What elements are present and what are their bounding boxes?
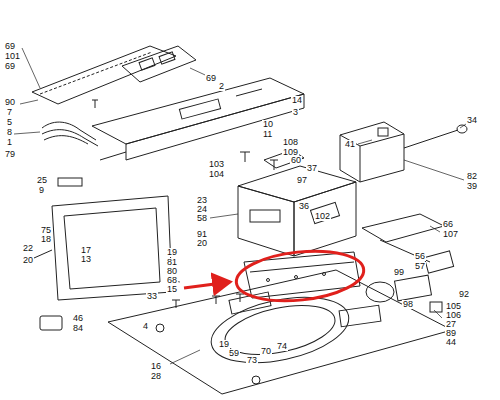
- callout-number: 102: [314, 212, 331, 221]
- pump-part: [366, 282, 394, 302]
- callout-number: 10: [262, 120, 274, 129]
- clip-part: [40, 316, 62, 330]
- cabinet-top: [238, 166, 356, 202]
- callout-number: 84: [72, 324, 84, 333]
- callout-number: 28: [150, 372, 162, 381]
- wire-harness: [42, 122, 98, 146]
- callout-number: 104: [208, 170, 225, 179]
- callout-number: 68: [166, 276, 178, 285]
- callout-number: 14: [291, 96, 303, 105]
- callout-number: 39: [466, 182, 478, 191]
- leader-lines: [14, 48, 466, 364]
- hinge: [58, 178, 82, 186]
- callout-number: 59: [228, 349, 240, 358]
- callout-number: 7: [6, 108, 13, 117]
- callout-number: 33: [146, 292, 158, 301]
- callout-number: 27: [445, 320, 457, 329]
- screws-row: [172, 294, 244, 308]
- callout-number: 24: [196, 205, 208, 214]
- timer-box: [340, 122, 404, 182]
- callout-number: 19: [218, 340, 230, 349]
- callout-number: 105: [445, 302, 462, 311]
- highlight-ellipse: [234, 245, 366, 306]
- callout-number: 46: [72, 314, 84, 323]
- callout-number: 19: [166, 248, 178, 257]
- callout-number: 41: [344, 140, 356, 149]
- callout-number: 37: [306, 164, 318, 173]
- callout-number: 25: [36, 176, 48, 185]
- callout-number: 58: [196, 214, 208, 223]
- callout-number: 73: [246, 356, 258, 365]
- callout-number: 56: [414, 252, 426, 261]
- callout-number: 69: [4, 42, 16, 51]
- callout-number: 91: [196, 230, 208, 239]
- callout-number: 15: [166, 285, 178, 294]
- callout-number: 98: [402, 300, 414, 309]
- callout-number: 108: [282, 138, 299, 147]
- callout-number: 1: [6, 138, 13, 147]
- callout-number: 81: [166, 258, 178, 267]
- callout-number: 34: [466, 116, 478, 125]
- callout-number: 99: [393, 268, 405, 277]
- top-plate: [108, 270, 452, 394]
- callout-number: 60: [290, 156, 302, 165]
- callout-number: 82: [466, 172, 478, 181]
- callout-number: 22: [22, 244, 34, 253]
- callout-number: 92: [458, 290, 470, 299]
- callout-number: 5: [6, 118, 13, 127]
- highlight-arrow: [184, 282, 230, 288]
- callout-number: 8: [6, 128, 13, 137]
- callout-number: 101: [4, 52, 21, 61]
- callout-number: 57: [414, 262, 426, 271]
- callout-number: 97: [296, 176, 308, 185]
- callout-number: 75: [40, 226, 52, 235]
- screws: [92, 100, 278, 170]
- callout-number: 13: [80, 255, 92, 264]
- callout-number: 90: [4, 98, 16, 107]
- callout-number: 9: [38, 186, 45, 195]
- callout-number: 66: [442, 220, 454, 229]
- callout-number: 69: [4, 62, 16, 71]
- callout-number: 80: [166, 267, 178, 276]
- callout-number: 106: [445, 311, 462, 320]
- callout-number: 36: [298, 202, 310, 211]
- lid-switch: [362, 214, 444, 242]
- callout-number: 16: [150, 362, 162, 371]
- callout-number: 20: [196, 239, 208, 248]
- callout-number: 70: [260, 347, 272, 356]
- callout-number: 107: [442, 230, 459, 239]
- console: [92, 78, 304, 144]
- callout-number: 74: [276, 342, 288, 351]
- callout-number: 2: [218, 82, 225, 91]
- callout-number: 89: [445, 329, 457, 338]
- callout-number: 3: [292, 108, 299, 117]
- callout-number: 17: [80, 246, 92, 255]
- callout-number: 18: [40, 235, 52, 244]
- lid-frame: [52, 196, 172, 300]
- bracket: [122, 46, 196, 82]
- callout-number: 79: [4, 150, 16, 159]
- callout-number: 20: [22, 256, 34, 265]
- callout-number: 23: [196, 196, 208, 205]
- callout-number: 4: [142, 322, 149, 331]
- callout-number: 11: [262, 130, 273, 139]
- callout-number: 69: [205, 74, 217, 83]
- callout-number: 103: [208, 160, 225, 169]
- callout-number: 44: [445, 338, 457, 347]
